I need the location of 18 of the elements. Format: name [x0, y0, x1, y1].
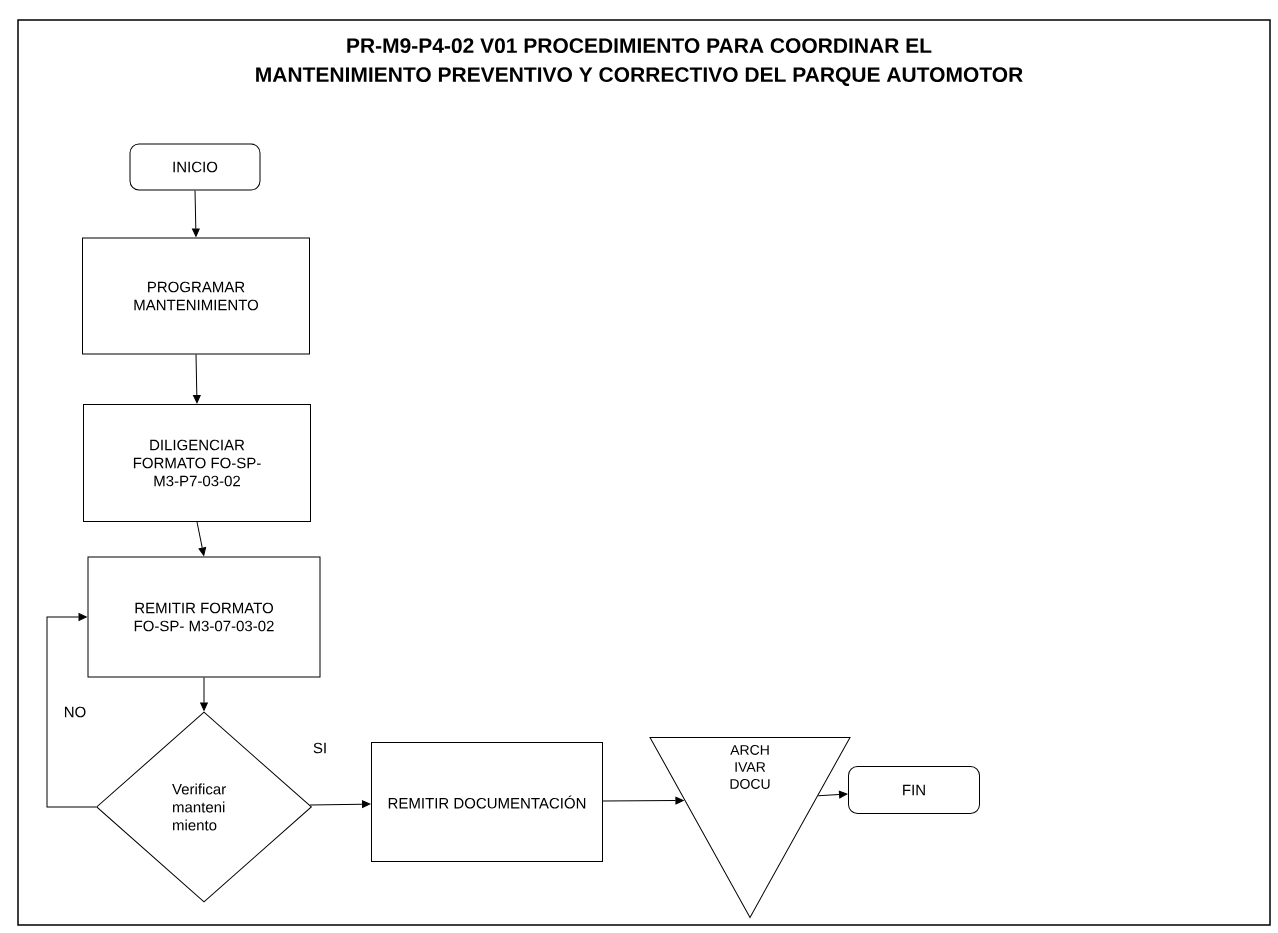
edge-label: SI: [313, 742, 326, 754]
arrow: [191, 190, 200, 237]
process-box: PROGRAMAR MANTENIMIENTO: [82, 237, 310, 355]
arrow: [193, 354, 201, 404]
arrow: [46, 613, 97, 808]
arrow: [196, 521, 207, 556]
arrow: [200, 677, 208, 711]
process-box: REMITIR FORMATO FO-SP- M3-07-03-02: [87, 556, 321, 678]
archive-triangle: ARCH IVAR DOCU: [649, 736, 851, 918]
arrow: [309, 800, 371, 809]
title: PR-M9-P4-02 V01 PROCEDIMIENTO PARA COORDINAR EL MANTENIMIENTO PREVENTIVO Y CORRECTIVO DEL PARQUE AUTOMOTOR: [256, 38, 1023, 86]
arrow: [602, 796, 684, 805]
terminal-box: FIN: [848, 766, 980, 814]
arrow: [817, 790, 848, 799]
process-box: REMITIR DOCUMENTACIÓN: [371, 742, 603, 862]
terminal-box: INICIO: [129, 143, 261, 191]
edge-label: NO: [65, 706, 86, 718]
process-box: DILIGENCIAR FORMATO FO-SP- M3-P7-03-02: [83, 404, 311, 522]
